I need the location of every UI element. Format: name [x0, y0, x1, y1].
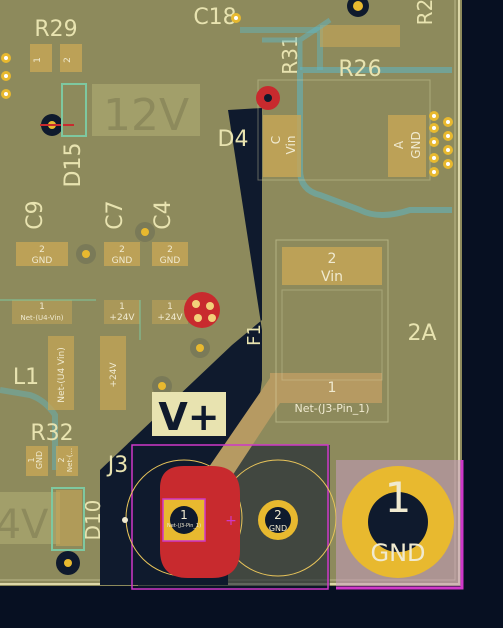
- d10-body[interactable]: [56, 490, 82, 546]
- silk-r2-partial: R2: [413, 0, 437, 25]
- c7-pad1-net: +24V: [109, 313, 135, 323]
- r32-pad2-net: Net-(...: [66, 448, 74, 472]
- r32-pad2[interactable]: [56, 446, 78, 476]
- d10-outline: [51, 487, 85, 551]
- c7-pad2[interactable]: [104, 242, 140, 266]
- d4-pad-a-net: GND: [409, 131, 423, 159]
- silk-r29: R29: [34, 17, 77, 42]
- c9-pad1-num: 1: [39, 302, 45, 312]
- f1-pad2-num: 2: [328, 251, 337, 267]
- silk-12v: 12V: [103, 90, 189, 141]
- j3-outline: [131, 444, 329, 590]
- c9-pad1-net: Net-(U4-Vin): [21, 314, 64, 322]
- c4-pad1-net: +24V: [157, 313, 183, 323]
- r32-pad1[interactable]: [26, 446, 48, 476]
- trace-left: [0, 299, 141, 340]
- d4-pad-c-num: C: [269, 136, 283, 144]
- r32-pad1-net: GND: [35, 451, 44, 469]
- r32-pad2-num: 2: [57, 457, 66, 462]
- c7-pad1[interactable]: [104, 300, 140, 324]
- silk-c9: C9: [23, 200, 48, 229]
- j3-pin2-net: GND: [269, 524, 287, 533]
- silk-c7: C7: [103, 200, 128, 229]
- d4-pad-c[interactable]: [263, 115, 301, 177]
- f1-inner-outline: [281, 289, 383, 381]
- silk-f1: F1: [244, 324, 265, 346]
- l1-pad1[interactable]: [48, 336, 74, 410]
- j3-pin2-num: 2: [274, 508, 282, 522]
- trace-top-right: [262, 17, 332, 70]
- c7-pad2-net: GND: [112, 256, 133, 266]
- zone-outline-left: [0, 387, 58, 470]
- silk-c18: C18: [193, 5, 236, 30]
- mount-hole-edge: [336, 460, 464, 590]
- silk-12v-box: [92, 84, 200, 136]
- vplus-box: [152, 392, 226, 436]
- left-via-group[interactable]: [1, 53, 11, 99]
- l1-pad2[interactable]: [100, 336, 126, 410]
- c4-pad2-net: GND: [160, 256, 181, 266]
- zone-outline: [297, 67, 452, 218]
- d4-via-cluster[interactable]: [429, 111, 453, 177]
- f1-pad1-net: Net-(J3-Pin_1): [295, 402, 370, 415]
- silk-l1: L1: [13, 365, 39, 390]
- f1-pad1-num: 1: [328, 380, 337, 396]
- mount-hole-num: 1: [385, 473, 412, 522]
- r32-pad1-num: 1: [27, 457, 36, 462]
- j3-pin1-net: Net-(J3-Pin_1): [167, 523, 201, 529]
- silk-c4: C4: [151, 200, 176, 229]
- f1-red-via-cluster[interactable]: [184, 292, 220, 328]
- c7-pad2-num: 2: [119, 245, 125, 255]
- c7-pad1-num: 1: [119, 302, 125, 312]
- j3-center-mark: +: [225, 513, 237, 529]
- silk-vplus: V+: [158, 395, 219, 439]
- mount-hole-net: GND: [370, 539, 425, 567]
- j3-pin1-num: 1: [180, 508, 188, 522]
- c9-pad2-num: 2: [39, 245, 45, 255]
- d4-pad-c-net: Vin: [284, 136, 298, 155]
- c9-pad1[interactable]: [12, 300, 72, 324]
- d15-outline: [61, 83, 87, 137]
- d4-pad-a[interactable]: [388, 115, 426, 177]
- silk-j3: J3: [106, 453, 129, 478]
- r29-pad1-num: 1: [33, 57, 43, 63]
- f1-pad-copper: [270, 373, 382, 403]
- silk-2a: 2A: [407, 321, 436, 346]
- r29-pad2[interactable]: [60, 44, 82, 72]
- c4-pad1[interactable]: [152, 300, 188, 324]
- c9-pad2-net: GND: [32, 256, 53, 266]
- c9-pad2[interactable]: [16, 242, 68, 266]
- silk-r26: R26: [338, 57, 381, 82]
- d4-pad-a-num: A: [392, 140, 406, 149]
- r26-pads[interactable]: [320, 25, 400, 47]
- r29-pad2-num: 2: [63, 57, 73, 63]
- silk-d15: D15: [61, 143, 86, 188]
- cap-vias[interactable]: [76, 222, 210, 396]
- l1-pad2-net: +24V: [109, 362, 119, 388]
- silk-r32: R32: [30, 421, 73, 446]
- f1-outline: [275, 239, 389, 423]
- silk-d4: D4: [218, 127, 249, 152]
- c4-pad2[interactable]: [152, 242, 188, 266]
- j3-pin1-marker: [122, 517, 128, 523]
- f1-pad2-net: Vin: [321, 269, 343, 285]
- r29-pad1[interactable]: [30, 44, 52, 72]
- f1-pad2[interactable]: [282, 247, 382, 285]
- c4-pad1-num: 1: [167, 302, 173, 312]
- silk-4v-box: [0, 492, 60, 544]
- silk-4v: 4V: [0, 502, 49, 548]
- l1-pad1-net: Net-(U4 Vin): [57, 347, 67, 402]
- c4-pad2-num: 2: [167, 245, 173, 255]
